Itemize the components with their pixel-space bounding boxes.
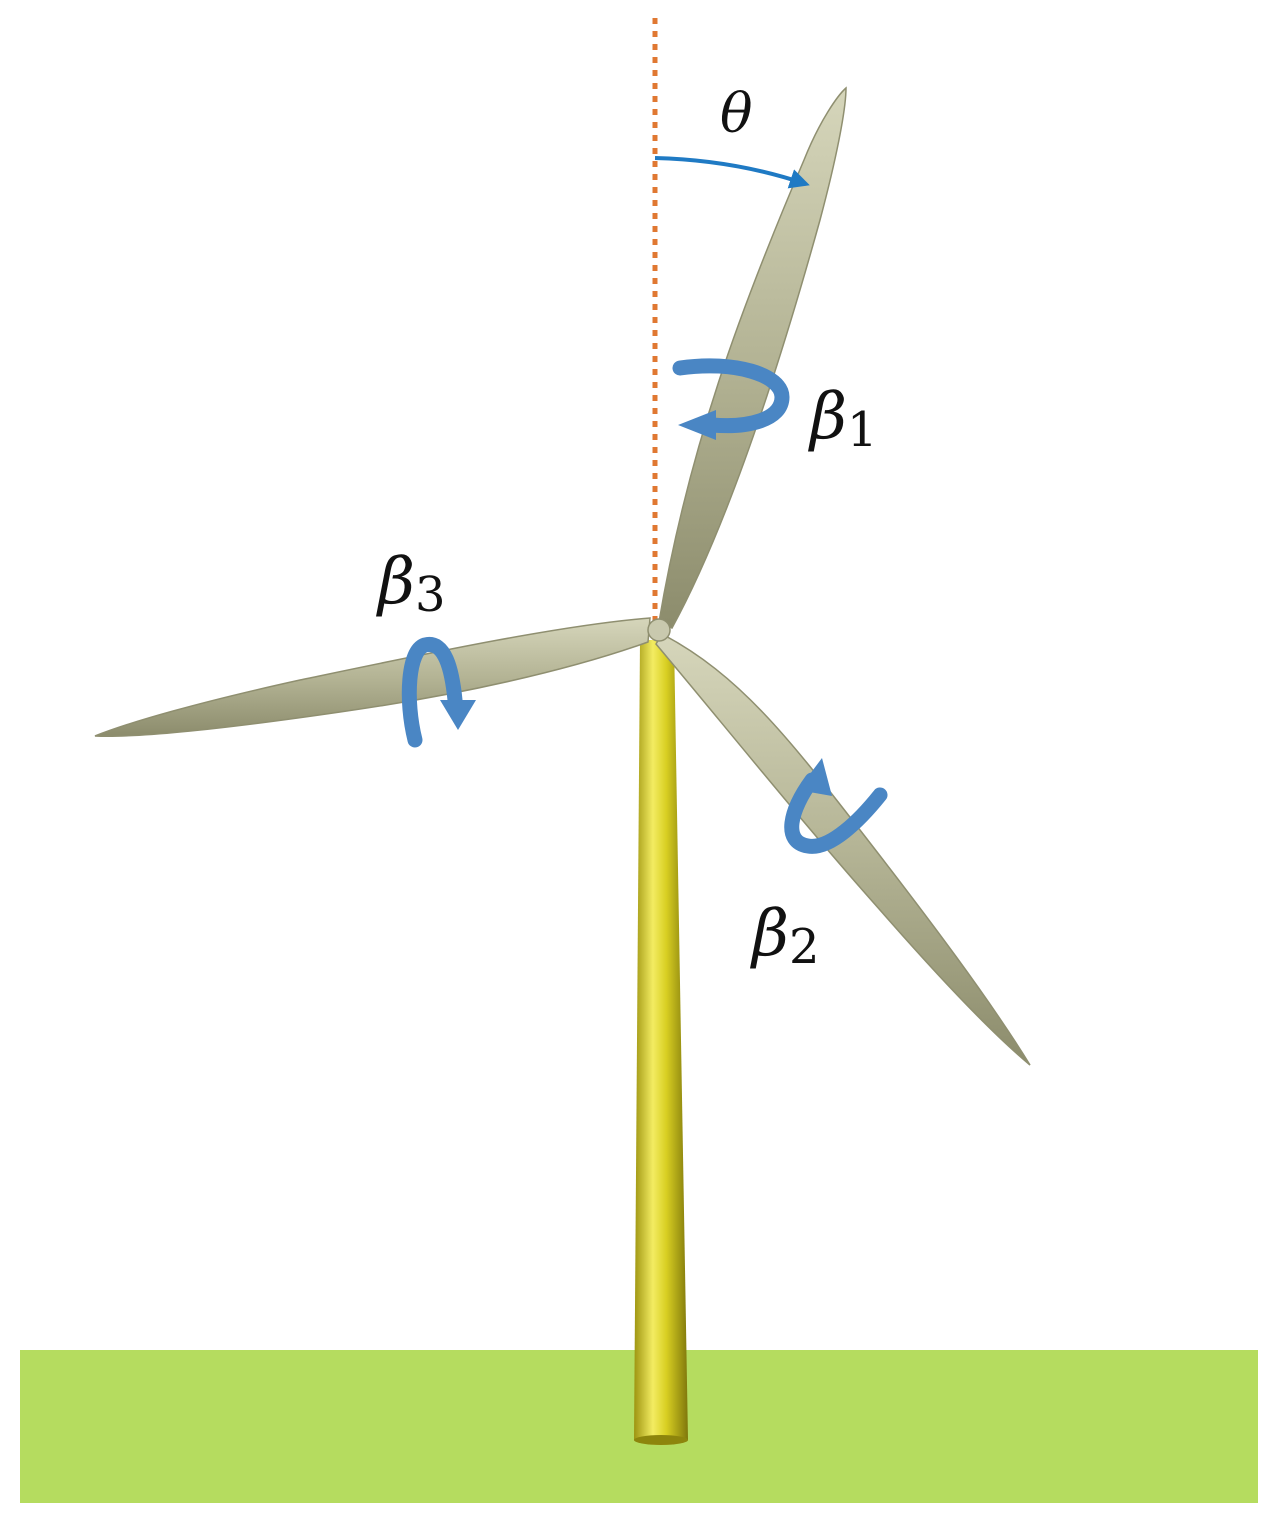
beta1-label: β1 — [808, 380, 878, 458]
theta-label: θ — [720, 82, 753, 145]
tower — [634, 640, 688, 1445]
pitch-arrow-blade-1 — [672, 358, 790, 440]
rotor-hub — [647, 618, 671, 642]
blade-3 — [94, 617, 651, 737]
tower-base — [634, 1435, 688, 1445]
pitch-arrow-blade-3 — [401, 637, 476, 748]
beta3-label: β3 — [376, 545, 446, 623]
blade-1 — [658, 86, 847, 629]
beta2-label: β2 — [750, 897, 820, 975]
blade-2 — [655, 633, 1031, 1066]
theta-arc-arrow — [654, 156, 810, 189]
pitch-arrow-blade-2 — [784, 758, 888, 854]
